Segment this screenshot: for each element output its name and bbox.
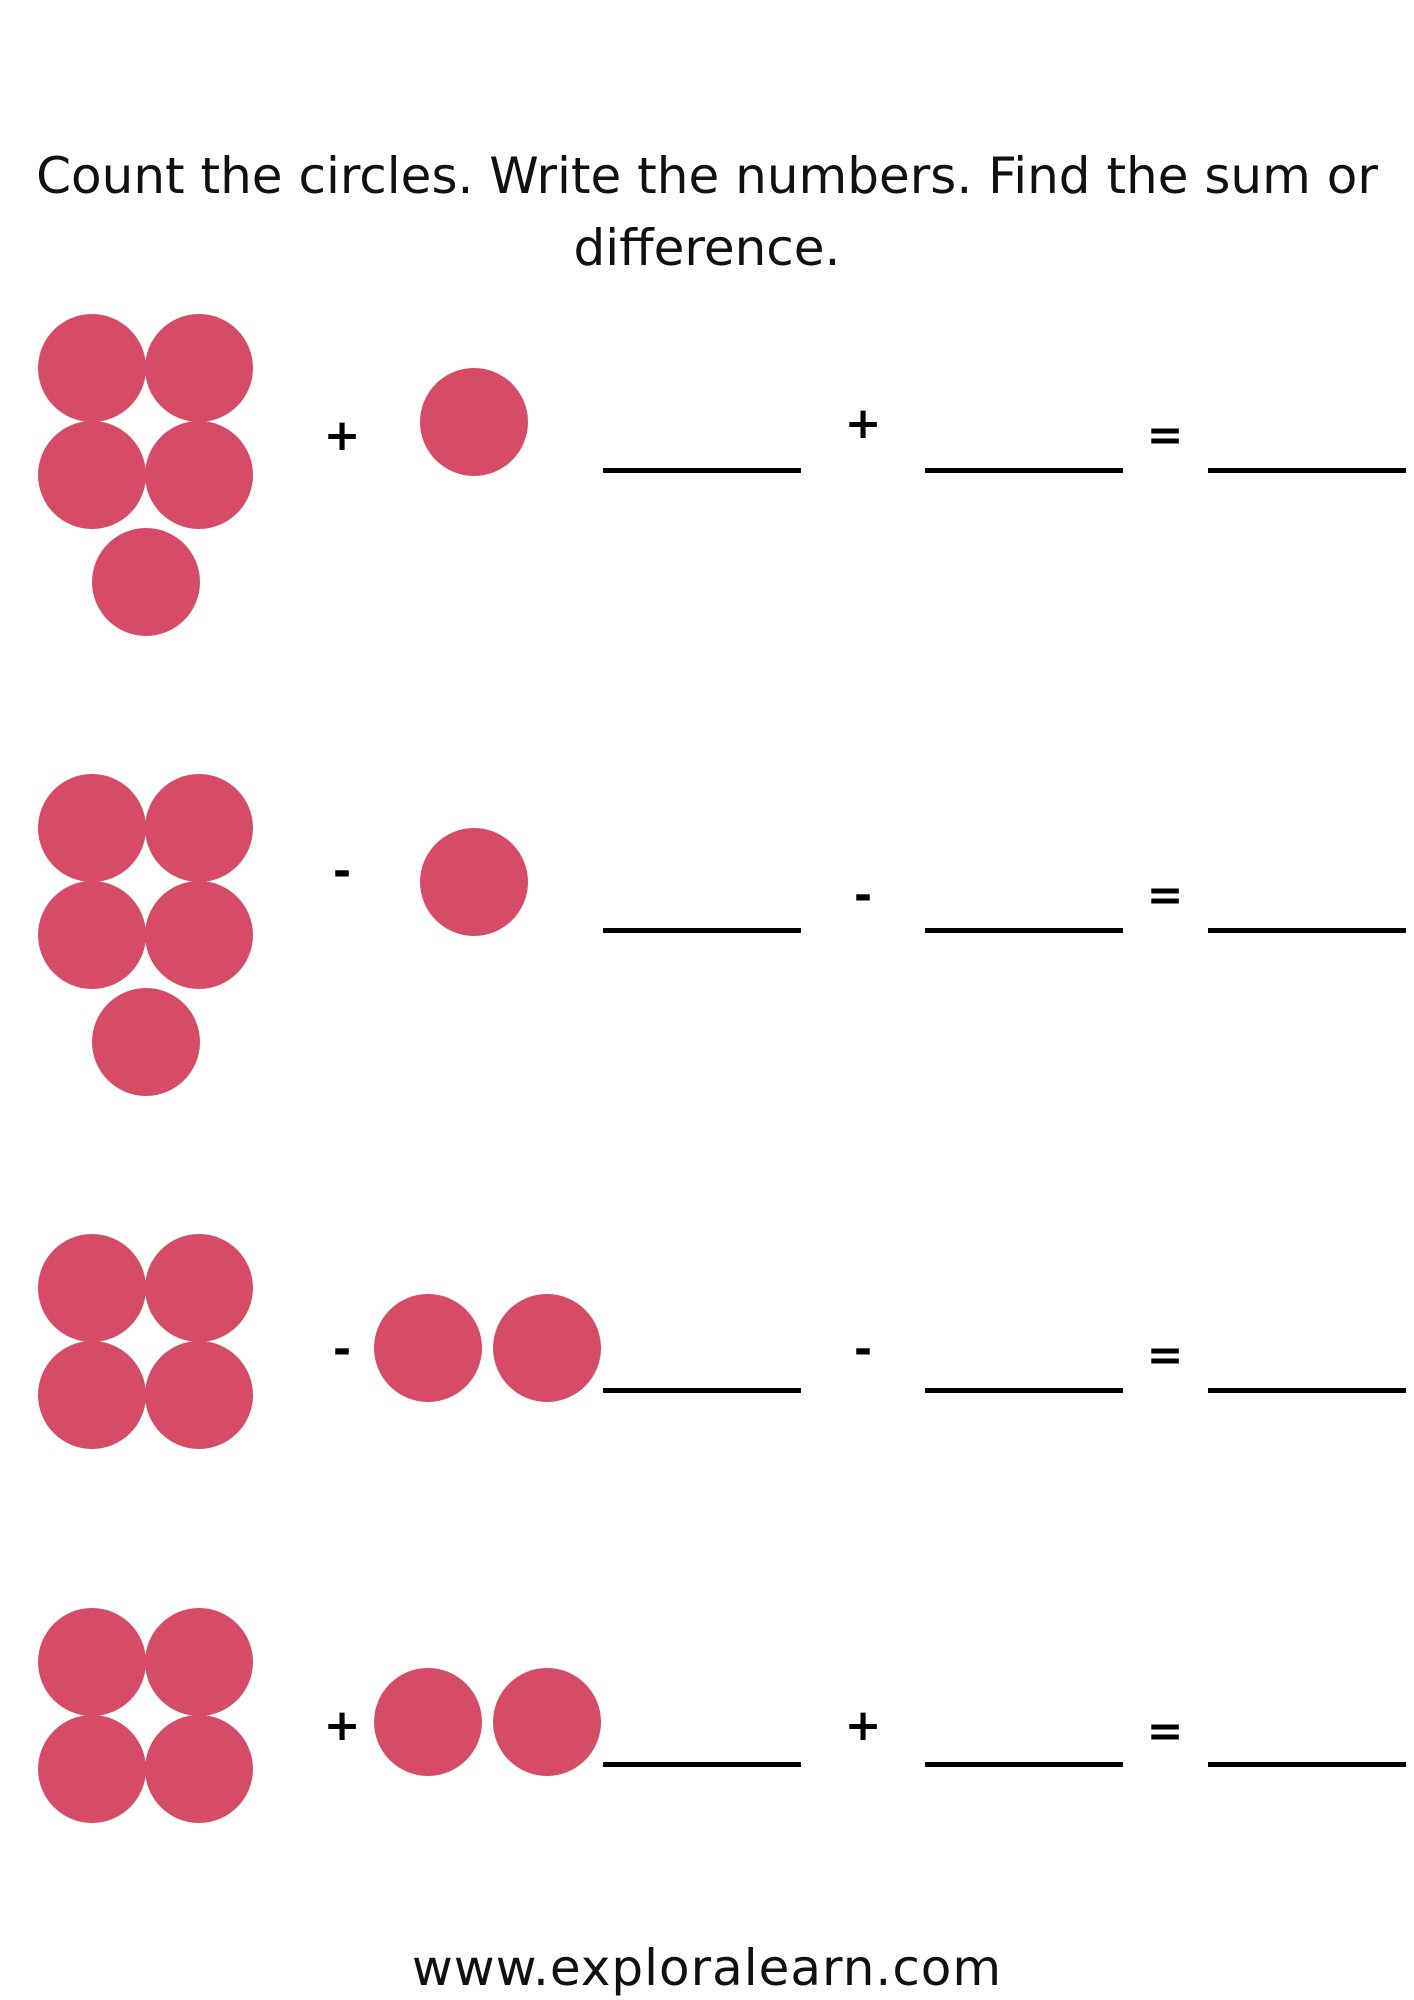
counting-circle bbox=[420, 368, 528, 476]
counting-circle bbox=[420, 828, 528, 936]
operator-sign: + bbox=[323, 1700, 361, 1751]
answer-blank-result[interactable] bbox=[1208, 1388, 1406, 1393]
operator-sign: - bbox=[332, 846, 352, 897]
worksheet-instructions: Count the circles. Write the numbers. Fi… bbox=[36, 147, 1378, 277]
counting-circle bbox=[38, 421, 146, 529]
counting-circle bbox=[145, 1715, 253, 1823]
problem-3: - - = bbox=[0, 1230, 1414, 1560]
answer-blank-result[interactable] bbox=[1208, 1762, 1406, 1767]
equals-sign: = bbox=[1146, 410, 1184, 461]
answer-blank-second-number[interactable] bbox=[925, 1388, 1123, 1393]
website-url: www.exploralearn.com bbox=[411, 1939, 1003, 1997]
counting-circle bbox=[493, 1668, 601, 1776]
counting-circle bbox=[145, 774, 253, 882]
counting-circle bbox=[493, 1294, 601, 1402]
counting-circle bbox=[92, 988, 200, 1096]
problem-2: - - = bbox=[0, 770, 1414, 1100]
equals-sign: = bbox=[1146, 1330, 1184, 1381]
equals-sign: = bbox=[1146, 1706, 1184, 1757]
counting-circle bbox=[92, 528, 200, 636]
equation-operator-sign: - bbox=[853, 870, 873, 921]
counting-circle bbox=[145, 1608, 253, 1716]
counting-circle bbox=[38, 314, 146, 422]
counting-circle bbox=[38, 774, 146, 882]
counting-circle bbox=[145, 1341, 253, 1449]
counting-circle bbox=[145, 314, 253, 422]
answer-blank-second-number[interactable] bbox=[925, 928, 1123, 933]
operator-sign: + bbox=[323, 410, 361, 461]
problem-1: + + = bbox=[0, 310, 1414, 640]
operator-sign: - bbox=[332, 1324, 352, 1375]
counting-circle bbox=[374, 1294, 482, 1402]
answer-blank-first-number[interactable] bbox=[603, 928, 801, 933]
equation-operator-sign: + bbox=[844, 398, 882, 449]
equals-sign: = bbox=[1146, 870, 1184, 921]
counting-circle bbox=[145, 421, 253, 529]
counting-circle bbox=[145, 881, 253, 989]
counting-circle bbox=[38, 1715, 146, 1823]
answer-blank-first-number[interactable] bbox=[603, 468, 801, 473]
counting-circle bbox=[374, 1668, 482, 1776]
answer-blank-first-number[interactable] bbox=[603, 1388, 801, 1393]
answer-blank-first-number[interactable] bbox=[603, 1762, 801, 1767]
answer-blank-second-number[interactable] bbox=[925, 468, 1123, 473]
equation-operator-sign: + bbox=[844, 1700, 882, 1751]
counting-circle bbox=[145, 1234, 253, 1342]
equation-operator-sign: - bbox=[853, 1324, 873, 1375]
answer-blank-result[interactable] bbox=[1208, 468, 1406, 473]
counting-circle bbox=[38, 1234, 146, 1342]
answer-blank-result[interactable] bbox=[1208, 928, 1406, 933]
counting-circle bbox=[38, 881, 146, 989]
problem-4: + + = bbox=[0, 1604, 1414, 1934]
counting-circle bbox=[38, 1341, 146, 1449]
counting-circle bbox=[38, 1608, 146, 1716]
answer-blank-second-number[interactable] bbox=[925, 1762, 1123, 1767]
